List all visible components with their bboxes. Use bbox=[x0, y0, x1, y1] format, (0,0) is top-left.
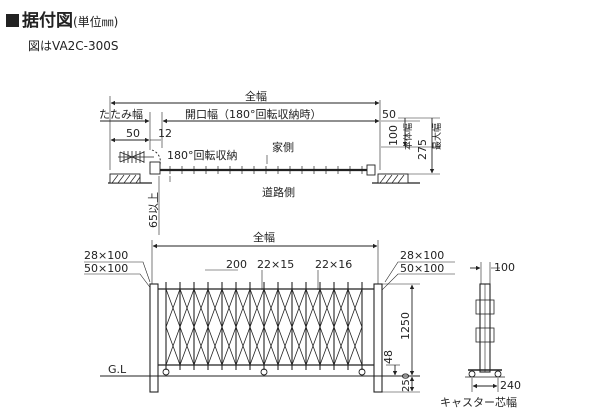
page-title: 据付図(単位㎜) bbox=[6, 6, 118, 31]
side-100-label: 100 bbox=[494, 261, 515, 274]
folded-width-label: たたみ幅 bbox=[99, 108, 143, 121]
dim-50-right-label: 50 bbox=[382, 108, 396, 121]
dim-65-label: 65以上 bbox=[147, 192, 160, 228]
elevation-total-width-label: 全幅 bbox=[253, 230, 275, 244]
dim-100-label: 100 bbox=[387, 125, 400, 146]
caster-width-label: キャスター芯幅 bbox=[440, 395, 517, 409]
plan-view bbox=[100, 96, 440, 235]
left-pipe-bottom-label: 50×100 bbox=[84, 262, 128, 275]
right-pipe-top-label: 28×100 bbox=[400, 249, 444, 262]
plan-labels: 全幅 たたみ幅 開口幅（180°回転収納時） 50 12 50 180°回転収納… bbox=[99, 89, 443, 228]
height-48-label: 48 bbox=[382, 350, 395, 364]
side-labels: 100 240 キャスター芯幅 bbox=[440, 261, 521, 409]
max-width-label: 最大幅 bbox=[431, 123, 443, 150]
square-bullet-icon bbox=[6, 14, 19, 27]
pipe-22x15-label: 22×15 bbox=[257, 258, 294, 271]
opening-width-label: 開口幅（180°回転収納時） bbox=[185, 108, 322, 121]
right-pipe-bottom-label: 50×100 bbox=[400, 262, 444, 275]
house-side-label: 家側 bbox=[272, 140, 294, 154]
dim-50-left-label: 50 bbox=[126, 127, 140, 140]
side-240-label: 240 bbox=[500, 379, 521, 392]
unit-note: (単位㎜) bbox=[73, 15, 119, 29]
height-250-label: 250 bbox=[401, 373, 412, 392]
dim-275-label: 275 bbox=[416, 139, 429, 160]
side-elevation bbox=[465, 262, 505, 392]
model-note: 図はVA2C-300S bbox=[28, 39, 119, 53]
front-elevation bbox=[84, 240, 455, 393]
title-text: 据付図 bbox=[22, 11, 73, 31]
road-side-label: 道路側 bbox=[262, 185, 295, 199]
dim-200-label: 200 bbox=[226, 258, 247, 271]
height-1250-label: 1250 bbox=[399, 312, 412, 340]
left-pipe-top-label: 28×100 bbox=[84, 249, 128, 262]
body-width-label: 本体幅 bbox=[402, 123, 414, 150]
pipe-22x16-label: 22×16 bbox=[315, 258, 352, 271]
ground-level-label: G.L bbox=[108, 363, 127, 376]
rotate-label: 180°回転収納 bbox=[167, 149, 238, 162]
plan-total-width-label: 全幅 bbox=[245, 89, 267, 103]
dim-12-label: 12 bbox=[158, 127, 172, 140]
elevation-labels: 全幅 28×100 50×100 200 22×15 22×16 28×100 … bbox=[84, 230, 444, 392]
